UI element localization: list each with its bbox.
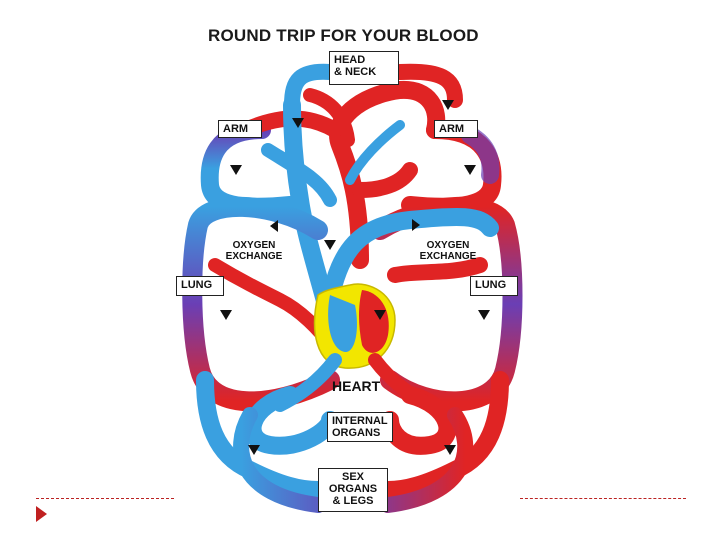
internal-organs-label: INTERNAL ORGANS [327, 412, 393, 442]
heart-right-chamber [328, 295, 357, 353]
footer-divider-left [36, 498, 174, 499]
vena-cava-cross [261, 143, 337, 207]
inferior-vena-cava [273, 353, 342, 412]
aorta-head-left [303, 88, 355, 147]
head-artery [392, 63, 463, 108]
vena-cava-right-cross [345, 120, 405, 185]
right-oxygen-exchange-label: OXYGEN EXCHANGE [419, 240, 477, 262]
head-neck-label: HEAD & NECK [329, 51, 399, 85]
heart-label: HEART [332, 378, 381, 394]
left-arm-vessel [200, 121, 299, 216]
left-oxygen-exchange-label: OXYGEN EXCHANGE [225, 240, 283, 262]
aorta-arch-right [352, 162, 418, 198]
left-arm-label: ARM [218, 120, 262, 138]
triangle-bullet-icon [36, 506, 47, 522]
footer-divider-right [520, 498, 686, 499]
pulmonary-vein-right [387, 257, 488, 283]
pulmonary-artery [321, 207, 499, 309]
vena-cava-upper [283, 96, 339, 329]
left-lung-loop [182, 196, 340, 412]
heart-left-chamber [359, 290, 389, 353]
left-lung-label: LUNG [176, 276, 224, 296]
sex-organs-legs-label: SEX ORGANS & LEGS [318, 468, 388, 512]
right-lung-label: LUNG [470, 276, 518, 296]
legs-loop [233, 407, 474, 513]
page-title: ROUND TRIP FOR YOUR BLOOD [208, 26, 479, 45]
internal-organs-loop [243, 386, 339, 455]
descending-aorta [368, 353, 437, 412]
flow-arrows [220, 100, 490, 455]
right-arm-label: ARM [434, 120, 478, 138]
